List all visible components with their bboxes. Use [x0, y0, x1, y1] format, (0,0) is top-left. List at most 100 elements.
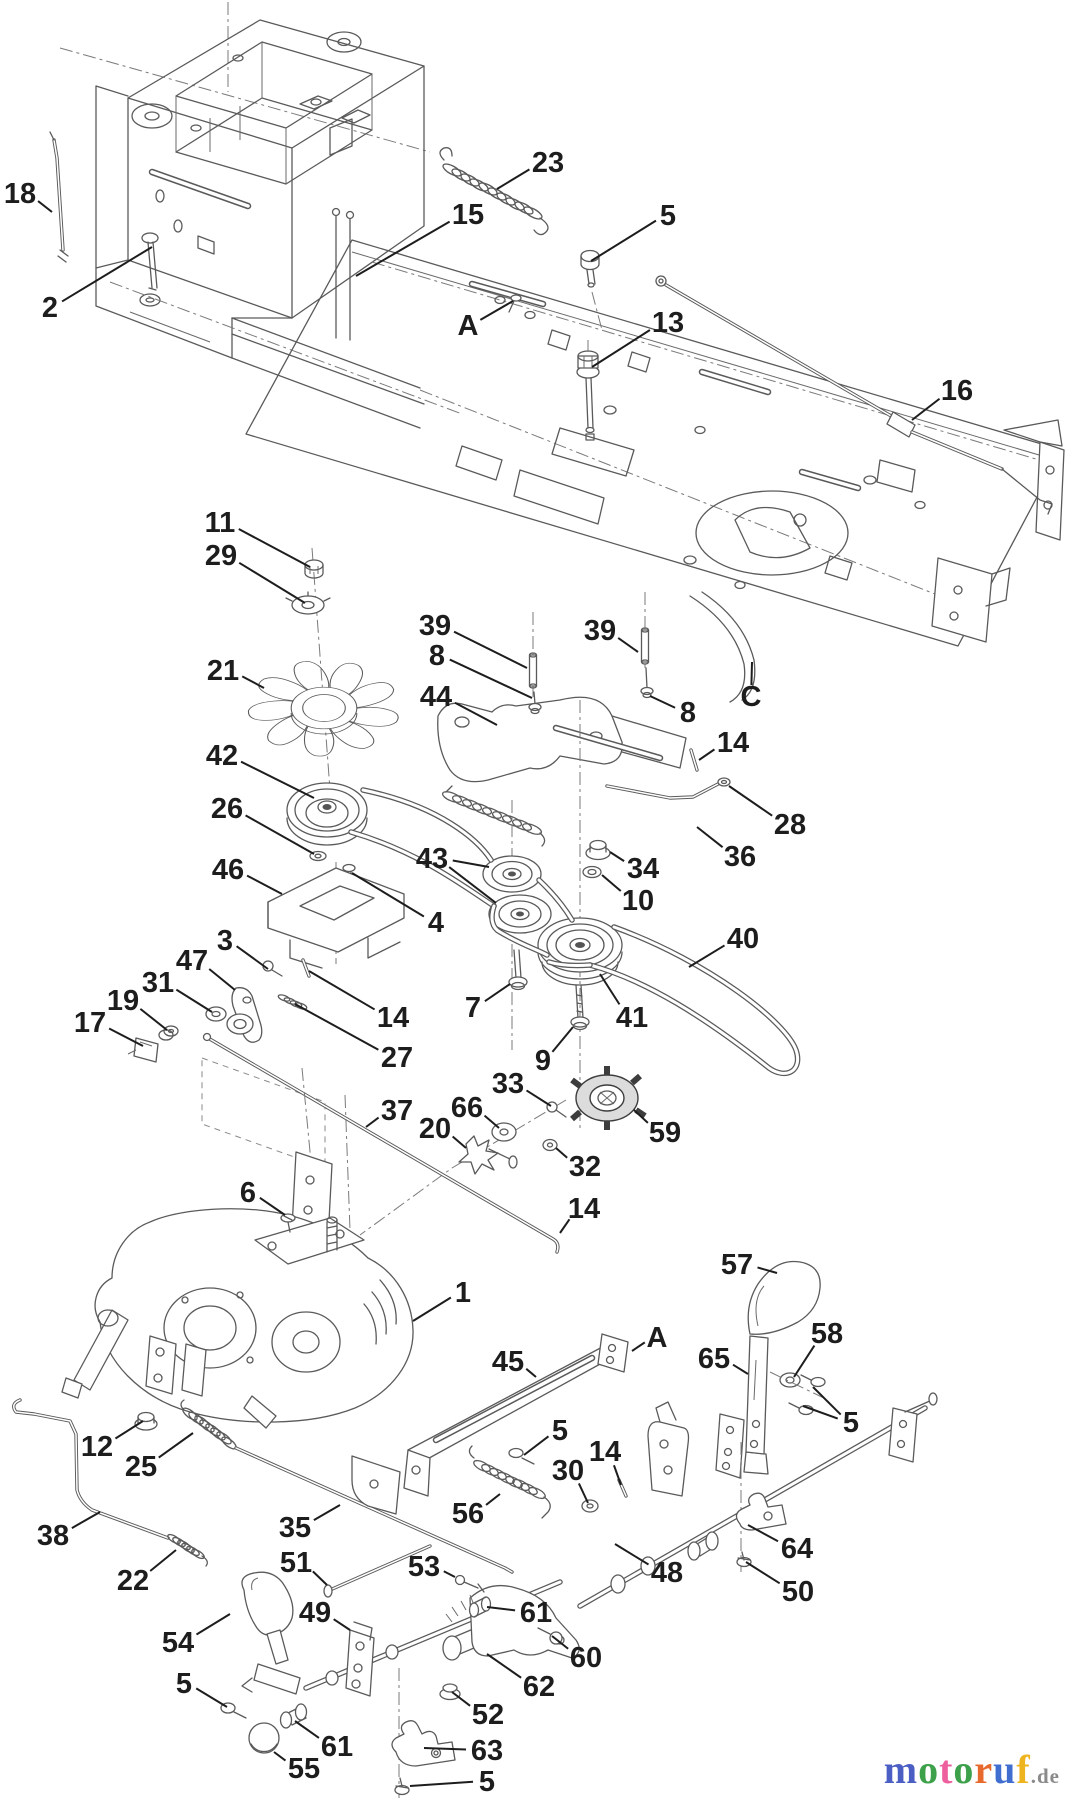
callout-label: 66 — [451, 1092, 483, 1124]
callout-leader-line — [793, 1345, 816, 1378]
callout-label: 36 — [724, 841, 756, 873]
callout-leader-line — [236, 945, 269, 970]
callout-label: 10 — [622, 885, 654, 917]
callout-leader-line — [365, 1116, 380, 1128]
callout-leader-line — [451, 1691, 471, 1707]
callout-15: 15 — [355, 199, 484, 277]
callout-label: 55 — [288, 1753, 320, 1785]
top-hardware — [49, 131, 1053, 515]
callout-leader-line — [114, 1420, 144, 1440]
callout-leader-line — [139, 1008, 168, 1031]
callout-label: 54 — [162, 1627, 194, 1659]
callout-label: 28 — [774, 809, 806, 841]
callout-leader-line — [448, 866, 497, 904]
callout-3: 3 — [217, 925, 269, 970]
pedal-group — [220, 1260, 938, 1798]
callout-leader-line — [355, 220, 451, 277]
callout-label: 8 — [680, 697, 696, 729]
callout-leader-line — [238, 561, 306, 604]
callout-5: 5 — [523, 1415, 568, 1456]
motoruf-logo[interactable]: motoruf.de — [884, 1750, 1060, 1790]
spring-24 — [441, 791, 543, 835]
callout-label: 47 — [176, 945, 208, 977]
spacer-27 — [277, 994, 308, 1010]
callout-leader-line — [523, 1435, 550, 1456]
callout-label: 12 — [81, 1431, 113, 1463]
callout-leader-line — [175, 988, 213, 1013]
callout-label: 40 — [727, 923, 759, 955]
brake-lever-arm-65 — [745, 1335, 769, 1455]
callout-leader-line — [728, 785, 773, 817]
logo-letter: o — [953, 1747, 975, 1792]
callout-label: 45 — [492, 1346, 524, 1378]
callout-leader-line — [551, 1635, 569, 1650]
callout-label: 29 — [205, 540, 237, 572]
callout-25: 25 — [125, 1432, 194, 1483]
callout-4: 4 — [351, 872, 444, 939]
callout-label: 63 — [471, 1735, 503, 1767]
callout-leader-line — [696, 826, 724, 848]
callout-leader-line — [591, 329, 651, 368]
callout-leader-line — [613, 1464, 622, 1486]
callout-39: 39 — [584, 615, 639, 653]
callout-leader-line — [351, 872, 425, 918]
callout-label: 9 — [535, 1045, 551, 1077]
callout-45: 45 — [492, 1346, 537, 1378]
star-coupler-20 — [458, 1135, 499, 1175]
callout-leader-line — [453, 630, 528, 669]
callout-37: 37 — [365, 1095, 413, 1128]
callout-leader-line — [452, 859, 490, 868]
callout-A: A — [458, 300, 514, 342]
callout-1: 1 — [412, 1277, 471, 1322]
callout-5: 5 — [409, 1766, 495, 1798]
callout-leader-line — [208, 968, 236, 991]
cooling-fan-21 — [247, 660, 399, 757]
callout-leader-line — [412, 1296, 452, 1322]
callout-label: 27 — [381, 1042, 413, 1074]
callout-61: 61 — [486, 1597, 552, 1629]
callout-leader-line — [37, 200, 53, 213]
callout-39: 39 — [419, 610, 528, 669]
callout-leader-line — [423, 1747, 467, 1751]
callout-label: 17 — [74, 1007, 106, 1039]
callout-26: 26 — [211, 793, 315, 855]
callout-49: 49 — [299, 1597, 351, 1631]
callout-label: 14 — [717, 727, 749, 759]
callout-label: 7 — [465, 992, 481, 1024]
callout-label: 26 — [211, 793, 243, 825]
callout-5: 5 — [176, 1668, 228, 1708]
callout-22: 22 — [117, 1549, 177, 1597]
callout-47: 47 — [176, 945, 236, 991]
callout-label: 11 — [205, 507, 236, 539]
callout-label: 16 — [941, 375, 973, 407]
callout-leader-line — [449, 658, 533, 699]
callout-27: 27 — [294, 1003, 413, 1074]
callout-leader-line — [479, 300, 514, 321]
callout-label: 60 — [570, 1642, 602, 1674]
logo-letter: f — [1016, 1747, 1031, 1792]
callout-leader-line — [294, 1003, 379, 1051]
callout-label: 59 — [649, 1117, 681, 1149]
callout-31: 31 — [142, 967, 213, 1013]
logo-letter: u — [993, 1747, 1017, 1792]
spring-23 — [442, 163, 543, 220]
callout-leader-line — [732, 1363, 749, 1375]
callout-leader-line — [333, 1618, 351, 1631]
callout-20: 20 — [419, 1113, 467, 1149]
callout-leader-line — [312, 1570, 328, 1586]
logo-letter: m — [883, 1747, 919, 1792]
callout-label: 61 — [520, 1597, 552, 1629]
callout-label: 18 — [4, 178, 36, 210]
callout-64: 64 — [747, 1524, 813, 1565]
callout-label: A — [647, 1322, 668, 1354]
callout-50: 50 — [745, 1561, 814, 1608]
callout-label: 2 — [42, 292, 58, 324]
callout-12: 12 — [81, 1420, 144, 1463]
callout-label: 50 — [782, 1576, 814, 1608]
callout-leader-line — [496, 168, 530, 190]
callout-leader-line — [149, 1549, 177, 1572]
callout-label: 64 — [781, 1533, 813, 1565]
plate-49 — [345, 1629, 375, 1697]
